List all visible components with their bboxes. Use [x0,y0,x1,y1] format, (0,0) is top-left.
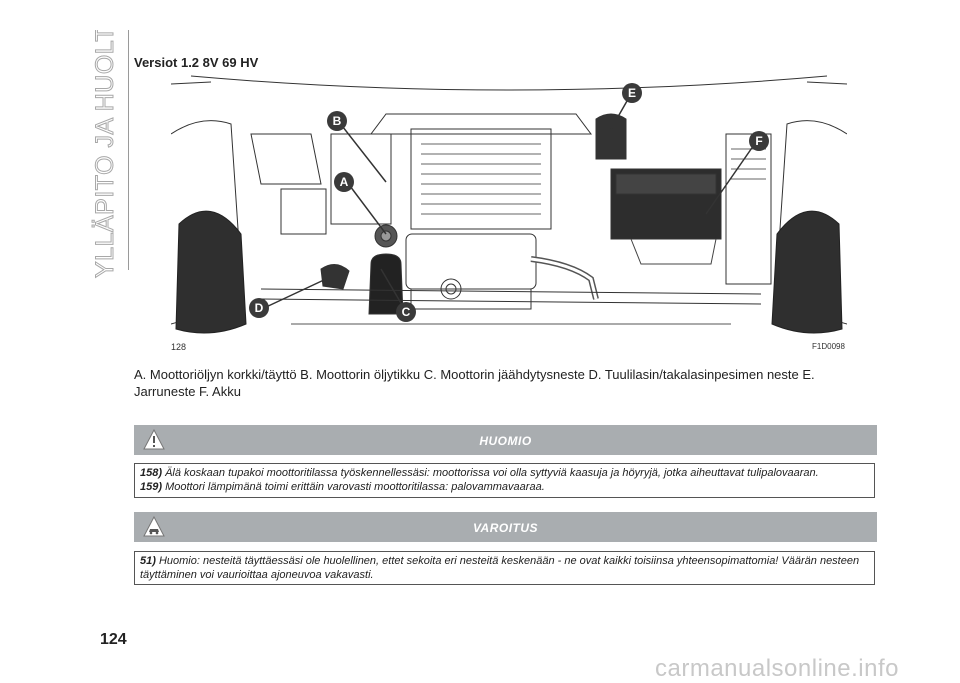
figure-number: 128 [171,342,187,352]
callout-e: E [622,83,642,103]
notice-box: 158) Älä koskaan tupakoi moottoritilassa… [134,463,875,498]
chapter-side-heading-text: YLLÄPITO JA HUOLTO [91,30,119,278]
svg-text:F: F [755,134,762,148]
callout-a: A [334,172,354,192]
callout-c: C [396,302,416,322]
warning-box: 51) Huomio: nesteitä täyttäessäsi ole hu… [134,551,875,585]
chapter-side-heading: YLLÄPITO JA HUOLTO [83,6,123,280]
svg-text:E: E [628,86,636,100]
callout-d: D [249,298,269,318]
figure-caption: A. Moottoriöljyn korkki/täyttö B. Mootto… [134,367,815,399]
notice-item: 158) Älä koskaan tupakoi moottoritilassa… [140,467,819,479]
notice-item: 159) Moottori lämpimänä toimi erittäin v… [140,481,545,493]
notice-banner: HUOMIO [134,425,877,455]
warning-title: VAROITUS [472,521,539,535]
svg-text:B: B [333,114,342,128]
side-divider [128,30,129,270]
warning-triangle-icon [143,428,165,450]
section-title: Versiot 1.2 8V 69 HV [134,55,259,70]
callout-f: F [749,131,769,151]
notice-title: HUOMIO [479,434,532,448]
svg-text:D: D [255,301,264,315]
engine-bay-illustration: A B C D E F [170,74,848,348]
warning-item: 51) Huomio: nesteitä täyttäessäsi ole hu… [140,555,860,581]
svg-text:C: C [402,305,411,319]
figure-code: F1D0098 [812,342,845,351]
warning-banner: VAROITUS [134,512,877,542]
page-number: 124 [100,631,127,648]
callout-b: B [327,111,347,131]
watermark: carmanualsonline.info [655,655,899,682]
svg-text:A: A [340,175,349,189]
car-damage-icon [143,515,165,537]
